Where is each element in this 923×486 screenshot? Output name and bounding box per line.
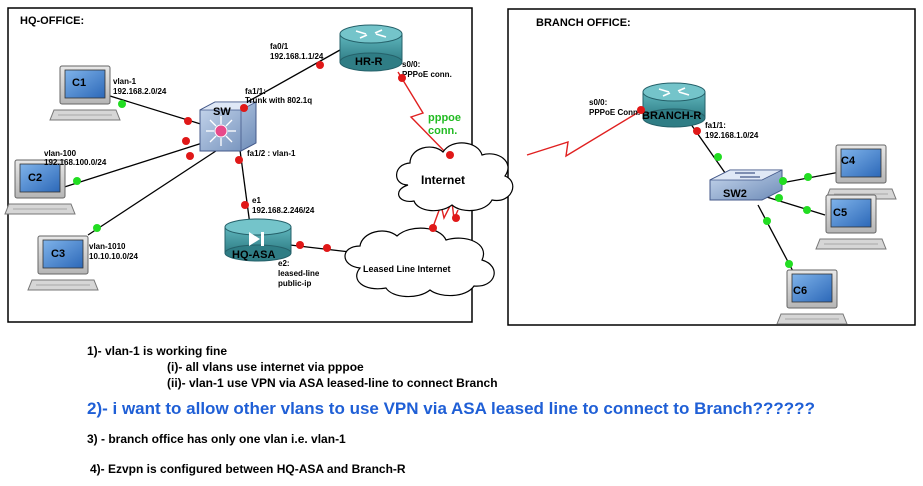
pc-c4-icon[interactable]: [825, 144, 897, 200]
sw-icon[interactable]: [199, 101, 257, 152]
fa12-label: fa1/2 : vlan-1: [247, 149, 296, 158]
branch-router-label: BRANCH-R: [642, 110, 701, 122]
note-4: 4)- Ezvpn is configured between HQ-ASA a…: [90, 462, 406, 476]
fa01-label: fa0/1: [270, 42, 289, 51]
pc-c1-label: C1: [72, 77, 86, 89]
pc-c4-label: C4: [841, 155, 856, 167]
hq-office-title: HQ-OFFICE:: [20, 15, 84, 27]
c1-vlan-label: vlan-1: [113, 77, 137, 86]
branch-router-icon[interactable]: [642, 82, 706, 128]
pc-c6-icon[interactable]: [776, 269, 848, 325]
branch-s00-desc-label: PPPoE Conn.: [589, 108, 640, 117]
leased-line-cloud-icon: [344, 227, 495, 298]
e2-desc1-label: leased-line: [278, 269, 320, 278]
internet-cloud-icon: [396, 142, 514, 212]
fa01-ip-label: 192.168.1.1/24: [270, 52, 324, 61]
note-1a: (i)- all vlans use internet via pppoe: [167, 360, 364, 374]
c2-net-label: 192.168.100.0/24: [44, 158, 107, 167]
e1-label: e1: [252, 196, 261, 205]
pc-c5-label: C5: [833, 207, 847, 219]
c1-net-label: 192.168.2.0/24: [113, 87, 167, 96]
note-1b: (ii)- vlan-1 use VPN via ASA leased-line…: [167, 376, 498, 390]
link-status-dots: [73, 61, 812, 268]
e2-label: e2:: [278, 259, 290, 268]
hr-router-label: HR-R: [355, 56, 383, 68]
pc-c6-label: C6: [793, 285, 807, 297]
hr-s00-label: s0/0:: [402, 60, 420, 69]
pc-c3-icon[interactable]: [27, 235, 99, 291]
pppoe-conn-label: conn.: [428, 125, 457, 137]
pc-c3-label: C3: [51, 248, 65, 260]
note-1: 1)- vlan-1 is working fine: [87, 344, 228, 358]
sw2-icon[interactable]: [709, 169, 783, 201]
sw-label: SW: [213, 106, 231, 118]
fa11-desc-label: Trunk with 802.1q: [245, 96, 312, 105]
fa11-label: fa1/1:: [245, 87, 266, 96]
pc-c2-icon[interactable]: [4, 159, 76, 215]
branch-fa11-ip-label: 192.168.1.0/24: [705, 131, 759, 140]
pc-c1-icon[interactable]: [49, 65, 121, 121]
note-3: 3) - branch office has only one vlan i.e…: [87, 432, 346, 446]
note-2: 2)- i want to allow other vlans to use V…: [87, 399, 815, 418]
hr-router-icon[interactable]: [339, 24, 403, 72]
e1-ip-label: 192.168.2.246/24: [252, 206, 315, 215]
c2-vlan-label: vlan-100: [44, 149, 77, 158]
hq-asa-icon[interactable]: [224, 218, 292, 262]
pc-c5-icon[interactable]: [815, 194, 887, 250]
internet-cloud-label: Internet: [421, 173, 465, 187]
pppoe-label: pppoe: [428, 112, 461, 124]
c3-vlan-label: vlan-1010: [89, 242, 126, 251]
branch-office-title: BRANCH OFFICE:: [536, 17, 631, 29]
c3-net-label: 10.10.10.0/24: [89, 252, 138, 261]
hq-asa-label: HQ-ASA: [232, 249, 275, 261]
sw2-label: SW2: [723, 188, 747, 200]
hr-s00-desc-label: PPPoE conn.: [402, 70, 452, 79]
leased-line-cloud-label: Leased Line Internet: [363, 264, 451, 274]
branch-s00-label: s0/0:: [589, 98, 607, 107]
branch-fa11-label: fa1/1:: [705, 121, 726, 130]
e2-desc2-label: public-ip: [278, 279, 311, 288]
pc-c2-label: C2: [28, 172, 42, 184]
